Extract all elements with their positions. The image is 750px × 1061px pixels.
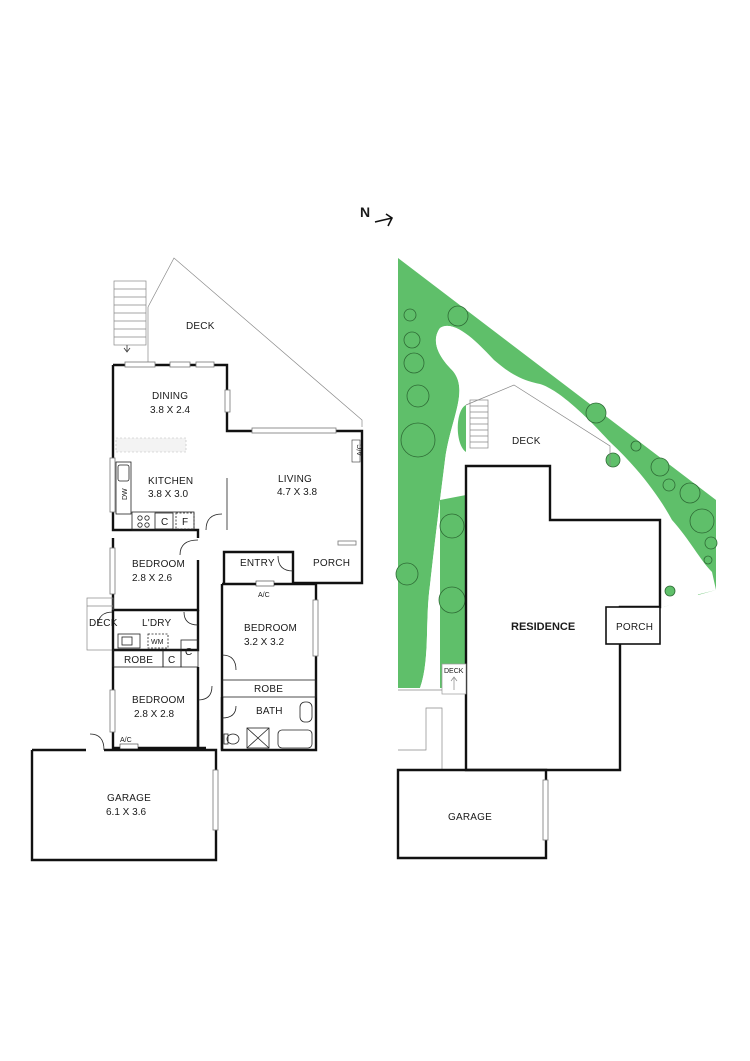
robe-small-label: ROBE	[124, 655, 153, 666]
tree-icon	[406, 384, 430, 408]
robe-main-label: ROBE	[254, 684, 283, 695]
site-deck-label: DECK	[512, 436, 541, 447]
bedroom3-label: BEDROOM	[132, 695, 185, 706]
tree-icon	[689, 508, 715, 534]
washing-machine-label: WM	[151, 639, 164, 646]
tree-icon	[704, 536, 718, 550]
porch-label: PORCH	[313, 558, 350, 569]
main-bedroom-size: 3.2 X 3.2	[244, 637, 284, 648]
dining-size: 3.8 X 2.4	[150, 405, 190, 416]
compass: N	[360, 204, 394, 227]
bedroom2-label: BEDROOM	[132, 559, 185, 570]
cupboard-label: C	[161, 517, 168, 528]
tree-icon	[439, 513, 465, 539]
tree-icon	[630, 440, 642, 452]
living-ac-label: A/C	[357, 444, 364, 456]
kitchen-fittings: DW C F	[115, 437, 195, 531]
tree-icon	[403, 308, 417, 322]
garage-size: 6.1 X 3.6	[106, 807, 146, 818]
closet2-label: C	[185, 647, 192, 658]
tree-icon	[650, 457, 670, 477]
tree-icon	[447, 305, 469, 327]
stairs	[113, 280, 147, 353]
compass-north-label: N	[360, 204, 370, 220]
tree-icon	[395, 562, 419, 586]
fridge-label: F	[182, 517, 188, 528]
bedroom2-size: 2.8 X 2.6	[132, 573, 172, 584]
deck-top-label: DECK	[186, 321, 215, 332]
floor-plan: DECK DW C F DINING 3.8 X 2.4 K	[30, 257, 364, 862]
tree-icon	[664, 585, 676, 597]
site-porch-label: PORCH	[616, 622, 653, 633]
site-plan: DECK RESIDENCE PORCH DECK GARAGE	[395, 258, 718, 860]
tree-icon	[703, 555, 713, 565]
tree-icon	[605, 452, 621, 468]
dishwasher-label: DW	[122, 488, 129, 500]
tree-icon	[585, 402, 607, 424]
closet1-label: C	[168, 655, 175, 666]
site-garage-label: GARAGE	[448, 812, 492, 823]
site-stairs	[469, 399, 489, 449]
tree-icon	[662, 478, 676, 492]
kitchen-size: 3.8 X 3.0	[148, 489, 188, 500]
landscape-left-strip	[398, 258, 716, 688]
tree-icon	[438, 586, 466, 614]
tree-icon	[403, 352, 425, 374]
living-label: LIVING	[278, 474, 312, 485]
main-bedroom-label: BEDROOM	[244, 623, 297, 634]
tree-icon	[400, 422, 436, 458]
bedroom3-size: 2.8 X 2.8	[134, 709, 174, 720]
laundry-label: L'DRY	[142, 618, 172, 629]
living-size: 4.7 X 3.8	[277, 487, 317, 498]
garage-label: GARAGE	[107, 793, 151, 804]
bedroom3-ac-label: A/C	[120, 737, 132, 744]
site-deck-small-label: DECK	[444, 668, 464, 675]
tree-icon	[403, 331, 421, 349]
dining-label: DINING	[152, 391, 188, 402]
compass-arrow-icon	[374, 213, 394, 227]
tree-icon	[679, 482, 701, 504]
trees	[395, 305, 718, 614]
main-bedroom-ac-label: A/C	[258, 592, 270, 599]
kitchen-label: KITCHEN	[148, 476, 193, 487]
bath-label: BATH	[256, 706, 283, 717]
deck-top: DECK	[113, 257, 363, 427]
residence-label: RESIDENCE	[511, 621, 575, 633]
side-deck-label: DECK	[89, 618, 118, 629]
entry-label: ENTRY	[240, 558, 275, 569]
